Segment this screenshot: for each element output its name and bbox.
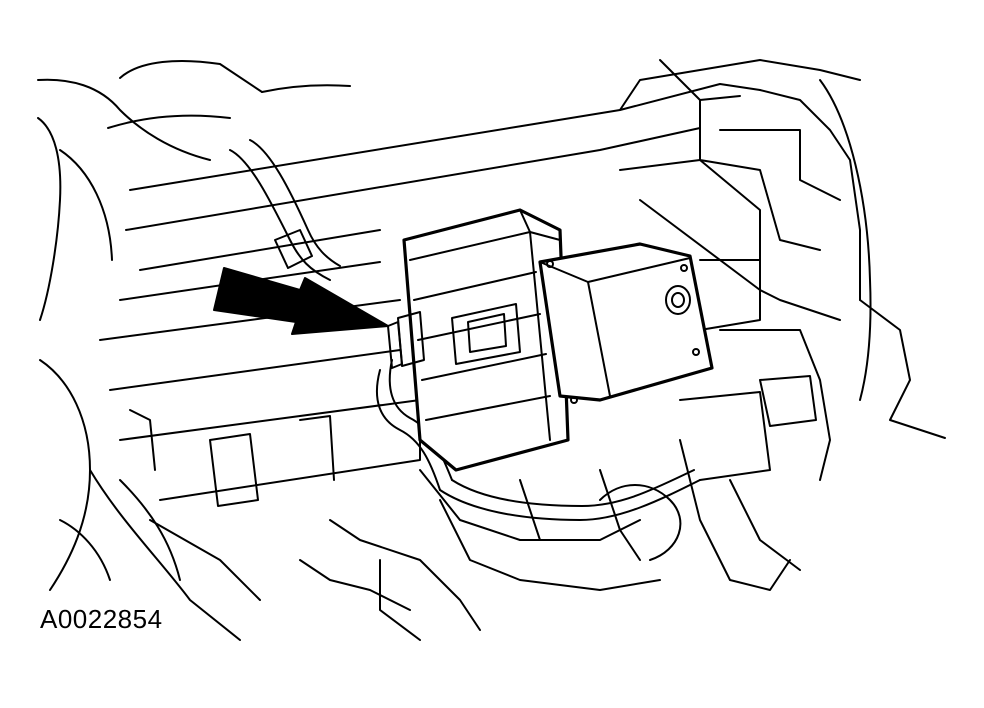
module-assembly [387,208,714,472]
wiring-harness [229,139,701,521]
figure-id-label: A0022854 [40,604,163,634]
locator-arrow [213,267,389,335]
arrow-icon [213,267,389,335]
